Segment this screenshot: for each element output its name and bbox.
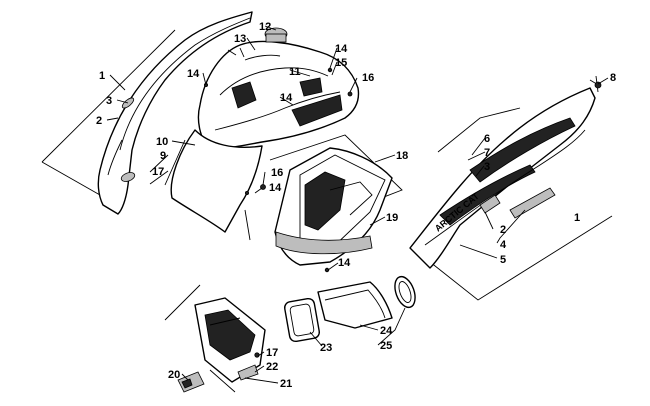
callout-20: 20 [168,369,180,381]
callout-16-hood: 16 [362,72,374,84]
callout-22: 22 [266,361,278,373]
callout-7: 7 [484,147,490,159]
leader-lines [106,25,609,384]
callout-17-left: 17 [152,166,164,178]
callout-11: 11 [289,66,301,78]
left-side-panel [41,11,253,215]
callout-12: 12 [259,21,271,33]
callout-1-left: 1 [99,70,105,82]
callout-14-tub: 14 [338,257,351,269]
callout-13: 13 [234,33,246,45]
callout-3-right: 3 [484,161,490,173]
lower-bumper-assembly [164,284,266,393]
air-duct-assembly [284,275,416,343]
callout-3-left: 3 [106,95,112,107]
callout-14-lower: 14 [269,182,282,194]
callout-1-right: 1 [574,212,580,224]
callout-19: 19 [386,212,398,224]
callout-15: 15 [335,57,347,69]
callout-14-hood-center: 14 [280,92,293,104]
callout-25: 25 [380,340,392,352]
callout-16-lower: 16 [271,167,283,179]
callout-14-hood-left: 14 [187,68,200,80]
callout-17-lower: 17 [266,347,278,359]
callout-8: 8 [610,72,616,84]
callout-9: 9 [160,150,166,162]
callout-4: 4 [500,239,507,251]
callout-10: 10 [156,136,168,148]
callout-24: 24 [380,325,393,337]
hood-assembly [164,27,360,241]
callout-5: 5 [500,254,506,266]
callout-14-hood-top: 14 [335,43,348,55]
callout-18: 18 [396,150,408,162]
callout-6: 6 [484,133,490,145]
callout-2-right: 2 [500,224,506,236]
callout-21: 21 [280,378,292,390]
callout-labels: 1 2 3 9 17 10 13 12 14 11 14 15 16 14 16… [96,21,616,390]
callout-2-left: 2 [96,115,102,127]
storage-tub [269,134,403,273]
right-side-panel: ARCTIC CAT [409,75,613,301]
callout-23: 23 [320,342,332,354]
